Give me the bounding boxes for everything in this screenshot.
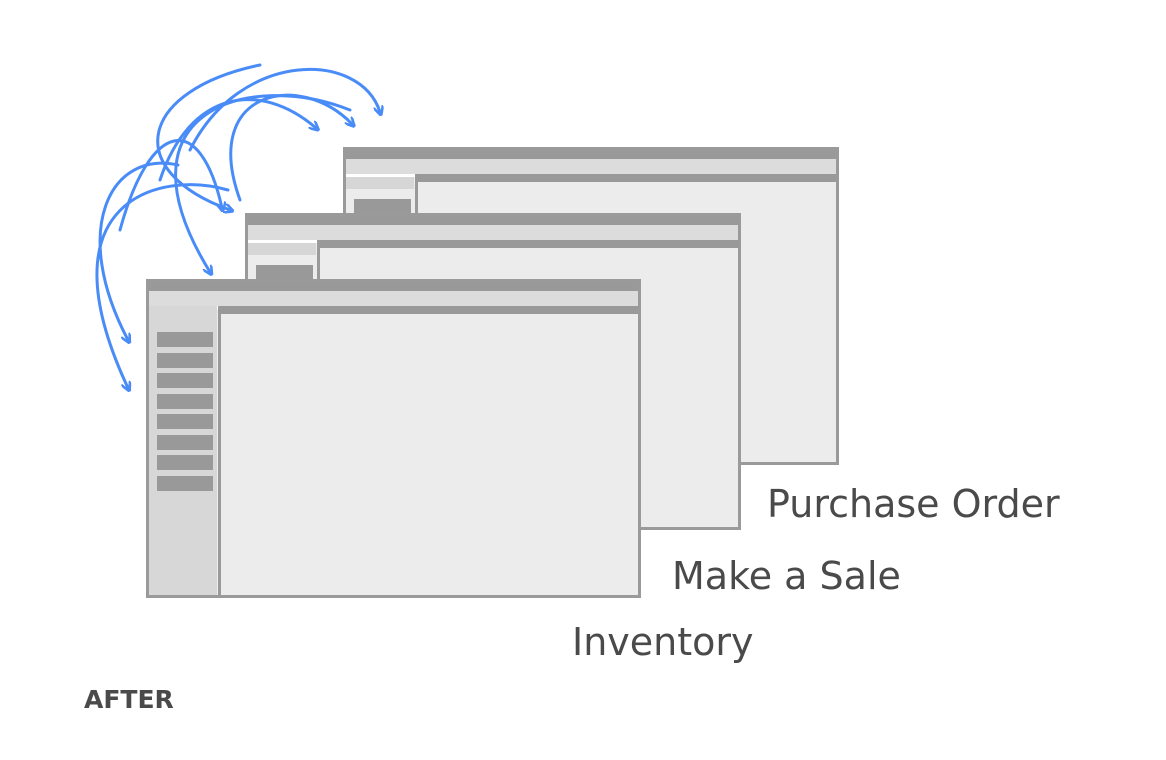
sidebar-item[interactable]: [157, 332, 213, 347]
arrow-curve: [98, 161, 180, 340]
sidebar-item[interactable]: [157, 434, 213, 450]
sidebar-item[interactable]: [157, 352, 213, 368]
content-panel: [218, 306, 638, 595]
sidebar-item[interactable]: [157, 475, 213, 491]
title-bar: [149, 282, 638, 291]
sidebar-item[interactable]: [157, 414, 213, 429]
content-header: [418, 174, 836, 182]
title-bar: [248, 216, 738, 225]
content-header: [320, 240, 738, 248]
arrow-curve: [188, 67, 380, 152]
sidebar-strip: [346, 177, 414, 189]
sidebar-item[interactable]: [157, 455, 213, 470]
label-make-a-sale: Make a Sale: [672, 554, 901, 598]
window-inventory: [146, 279, 641, 598]
arrow-curve: [95, 183, 230, 388]
sidebar-item[interactable]: [157, 373, 213, 388]
arrow-curve: [118, 139, 222, 232]
sidebar: [149, 306, 217, 595]
label-inventory: Inventory: [572, 620, 754, 664]
arrow-curve: [156, 63, 262, 210]
tab-block: [354, 199, 411, 215]
tab-block: [256, 265, 313, 281]
label-purchase-order: Purchase Order: [767, 482, 1060, 526]
sidebar-item[interactable]: [157, 393, 213, 409]
caption-after: AFTER: [84, 685, 174, 714]
title-bar: [346, 150, 836, 159]
content-header: [221, 306, 638, 314]
sidebar-strip: [248, 243, 316, 255]
